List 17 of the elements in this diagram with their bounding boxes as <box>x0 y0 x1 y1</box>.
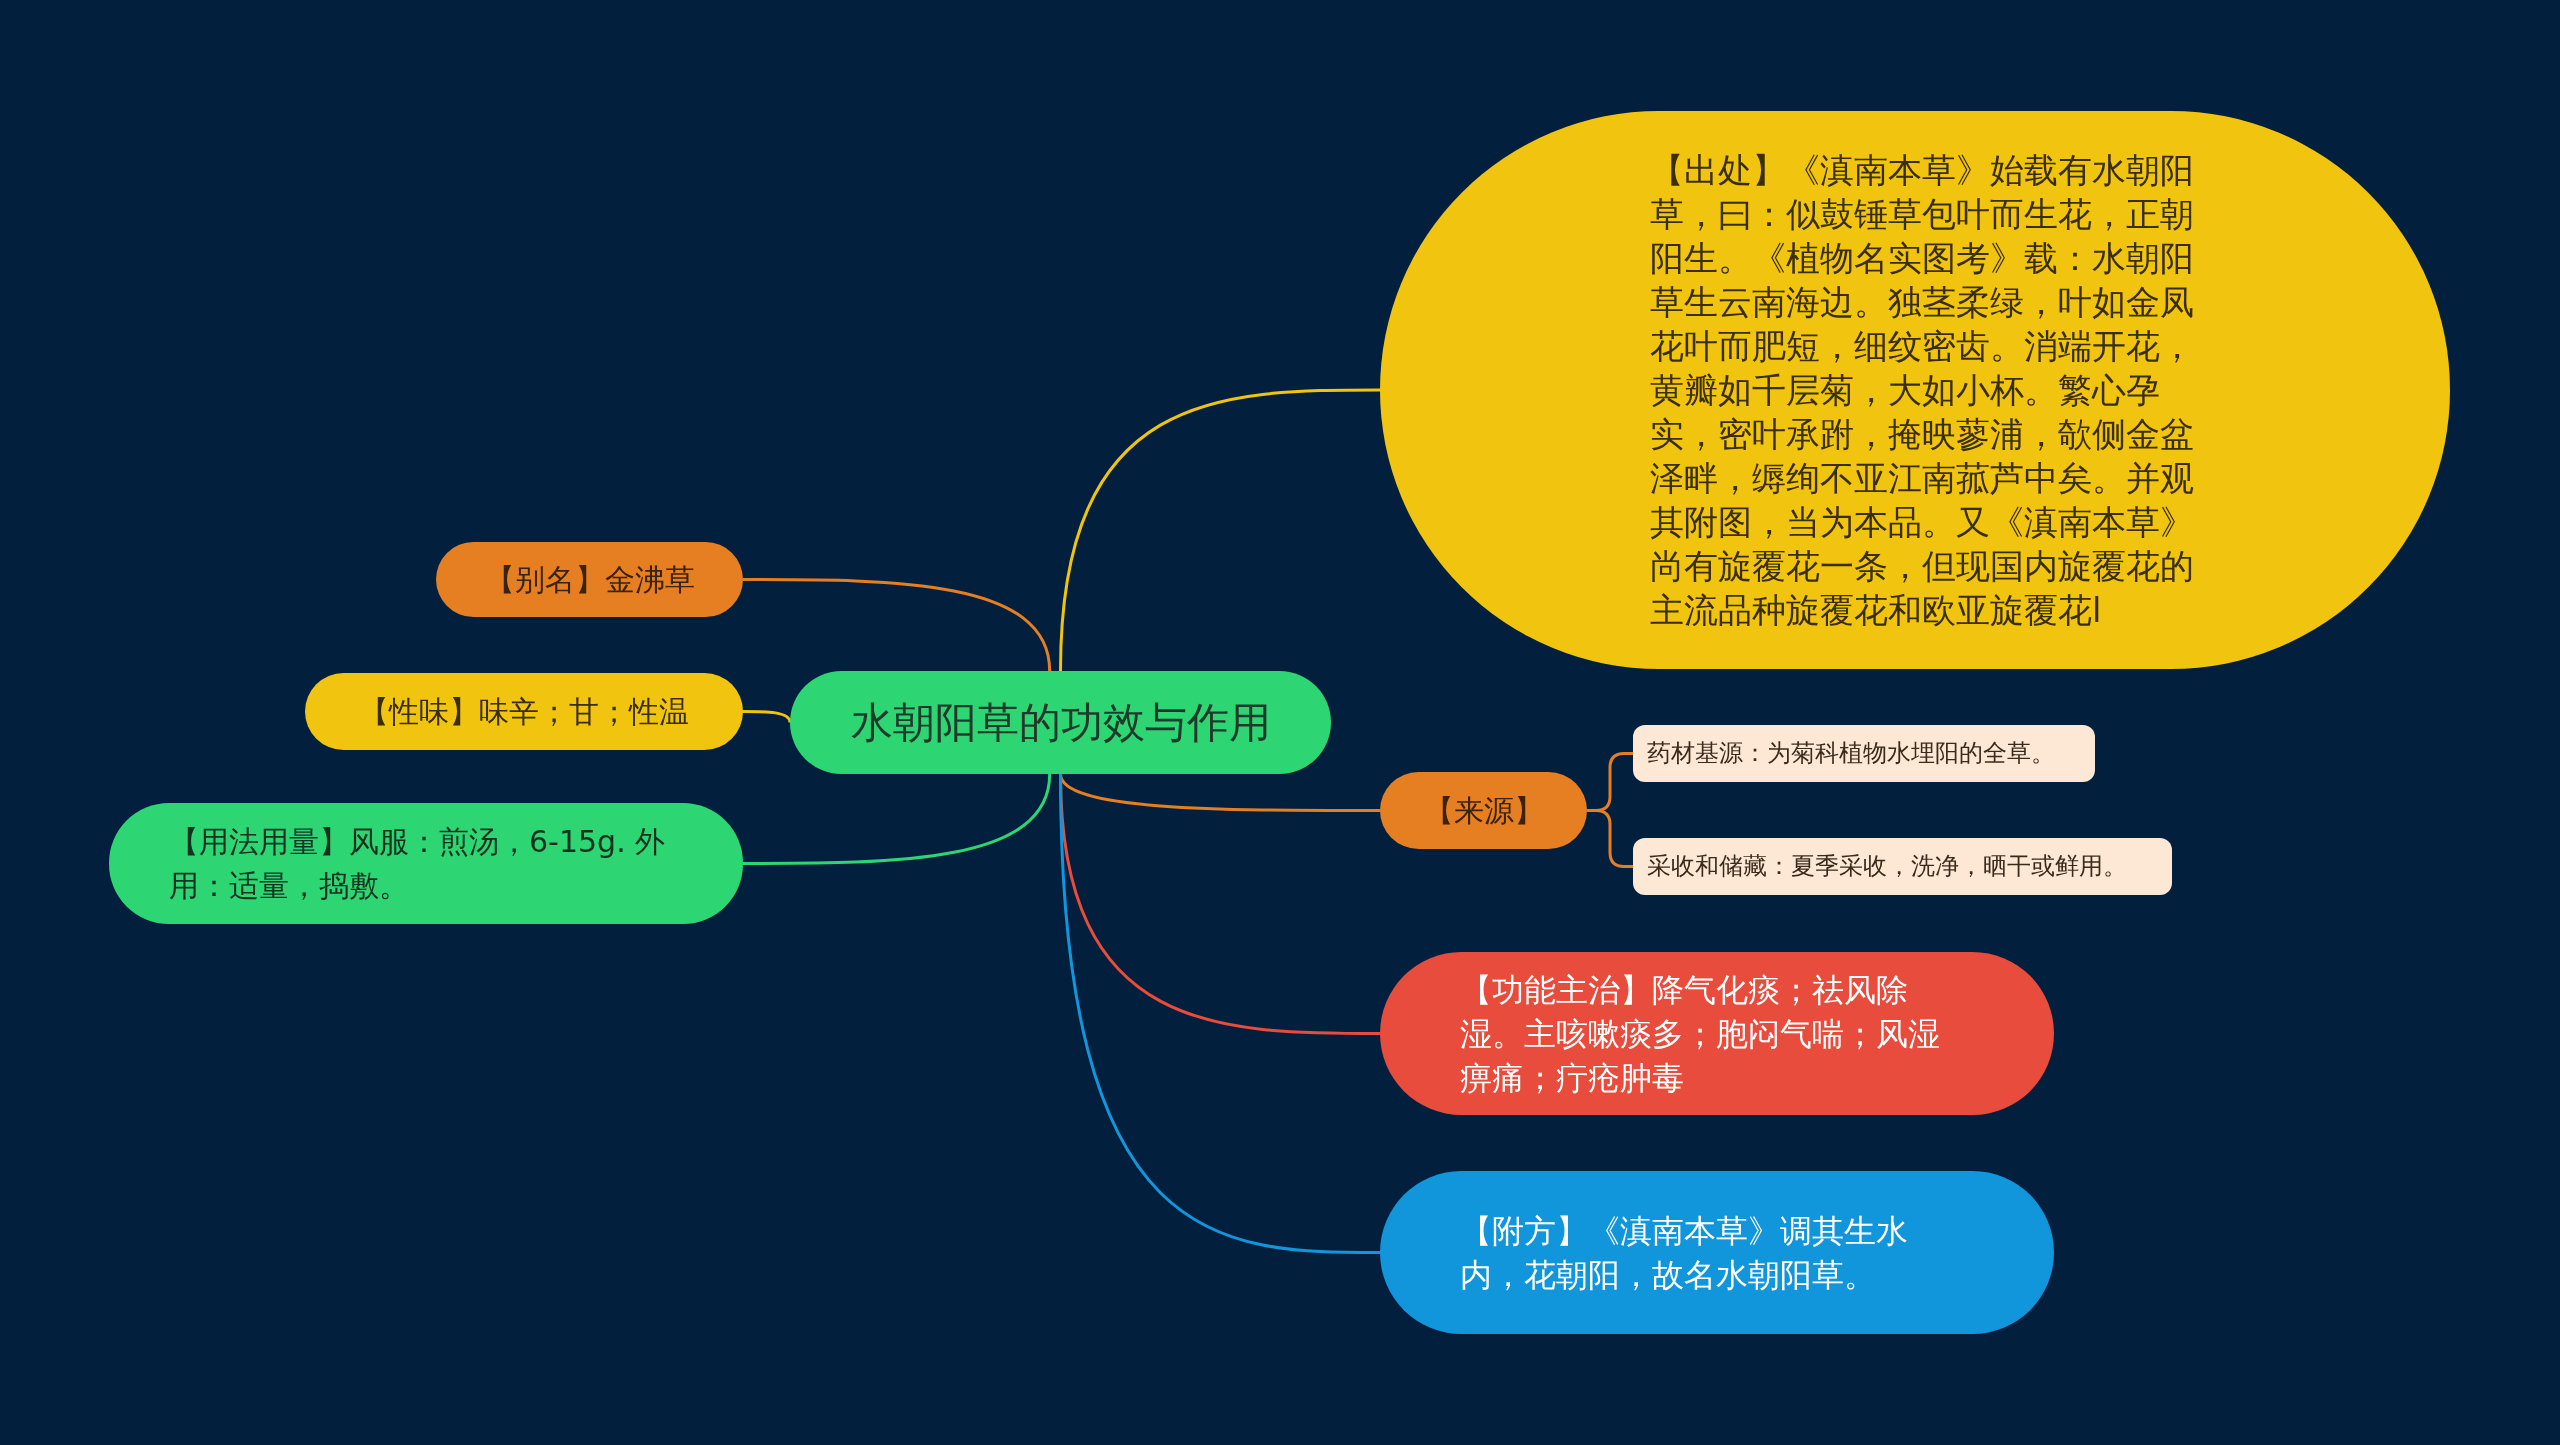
node-text: 采收和储藏：夏季采收，洗净，晒干或鲜用。 <box>1647 851 2127 882</box>
node-text: 【用法用量】风服：煎汤，6-15g. 外用：适量，捣敷。 <box>169 822 667 905</box>
node-text: 药材基源：为菊科植物水埋阳的全草。 <box>1647 738 2055 769</box>
subtopic-box <box>1633 838 2172 895</box>
node-text: 水朝阳草的功效与作用 <box>850 697 1271 749</box>
node-text: 【出处】《滇南本草》始载有水朝阳草，曰：似鼓锤草包叶而生花，正朝阳生。《植物名实图考》载：水朝阳草生云南海边。独茎柔绿，叶如金凤花叶而肥短，细纹密齿。消端开花，黄瓣如千层菊，大如小杯。繁心孕实，密叶承跗，掩映蓼浦，欹侧金盆泽畔，缛绚不亚江南菰芦中矣。并观其附图，当为本品。又《滇南本草》尚有旋覆花一条，但现国内旋覆花的主流品种旋覆花和欧亚旋覆花l <box>1650 149 2195 632</box>
connector-line <box>1059 388 1380 672</box>
subtopic-box <box>1633 725 2095 782</box>
node-text: 【来源】 <box>1423 792 1544 830</box>
node-text: 【功能主治】降气化痰；祛风除湿。主咳嗽痰多；胞闷气喘；风湿痹痛；疔疮肿毒 <box>1460 969 1941 1099</box>
connector-line <box>743 578 1052 672</box>
connector-line <box>1059 773 1380 1254</box>
node-text: 【性味】味辛；甘；性温 <box>359 693 689 731</box>
connector-line <box>743 710 792 723</box>
node-text: 【附方】《滇南本草》调其生水内，花朝阳，故名水朝阳草。 <box>1460 1210 1909 1296</box>
connector-line <box>743 773 1052 865</box>
node-text: 【别名】金沸草 <box>484 561 695 599</box>
